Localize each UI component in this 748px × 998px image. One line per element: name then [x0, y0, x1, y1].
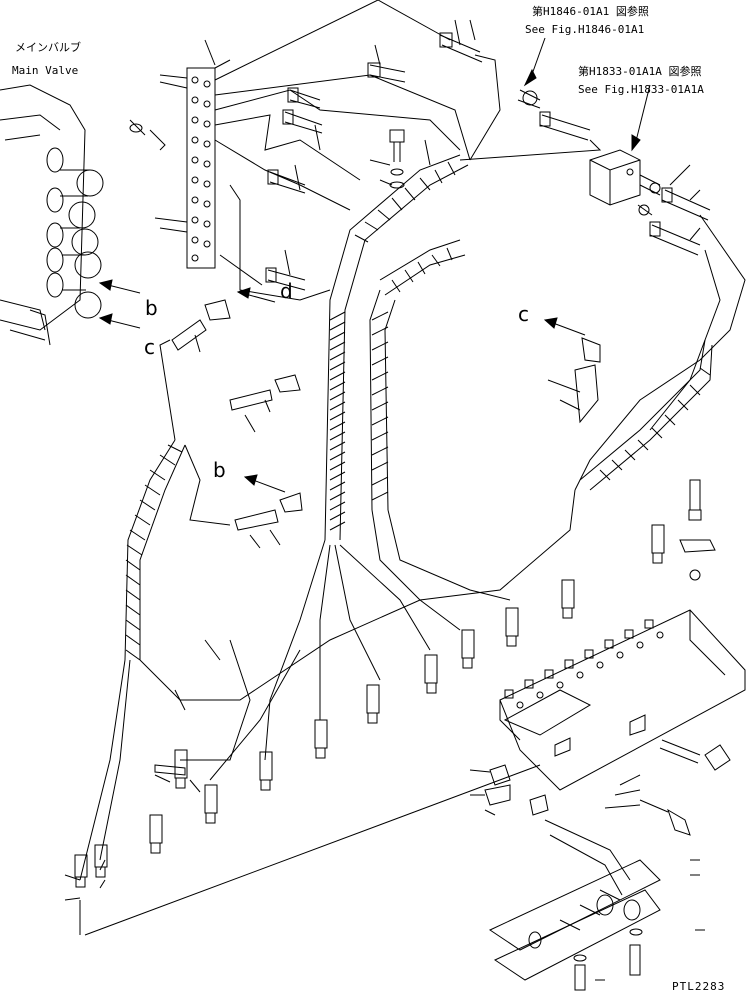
elbow-fittings [171, 299, 601, 531]
center-harness [324, 154, 469, 541]
block-ports [191, 76, 211, 262]
callout-letter-d: d [280, 279, 293, 303]
right-harness [579, 339, 713, 491]
callout-letter-c-right: c [518, 302, 529, 326]
mount-panel [499, 609, 746, 836]
right-block [574, 149, 746, 491]
figure-code: PTL2283 [672, 980, 726, 993]
top-hoses [214, 0, 602, 301]
vertical-fittings [74, 479, 716, 888]
main-valve-label-en: Main Valve [12, 64, 79, 77]
ref1-label-jp: 第H1846-01A1 図参照 [532, 5, 649, 18]
callout-letter-b-left: b [145, 296, 158, 320]
panel-ports [504, 619, 664, 709]
reference-arrows [523, 37, 651, 152]
main-valve [0, 84, 104, 346]
leader-lines [64, 19, 705, 981]
callout-letter-c-left: c [144, 335, 155, 359]
left-harness [124, 339, 231, 661]
bottom-assembly [484, 764, 661, 991]
ref2-label-jp: 第H1833-01A1A 図参照 [578, 65, 702, 78]
lower-hoses [79, 489, 576, 936]
ref2-label-en: See Fig.H1833-01A1A [578, 83, 704, 96]
callout-letter-b-middle: b [213, 458, 226, 482]
valve-spool-caps [46, 147, 104, 319]
bolt-washer [369, 129, 405, 189]
direction-arrows [98, 279, 586, 493]
ref1-label-en: See Fig.H1846-01A1 [525, 23, 645, 36]
top-hose-fittings [265, 32, 591, 291]
main-valve-label-jp: メインバルブ [15, 41, 81, 54]
pilot-block [129, 39, 231, 269]
